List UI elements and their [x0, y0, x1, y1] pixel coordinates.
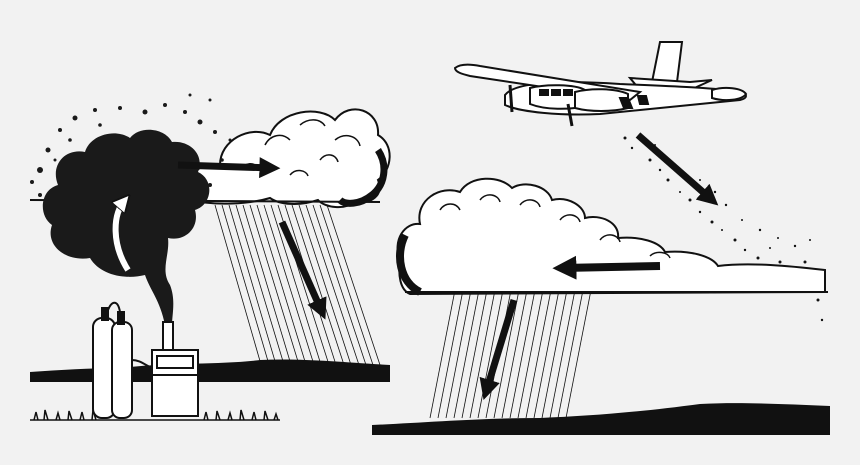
- rain-down-arrow-left: [278, 220, 327, 320]
- ground-right: [372, 403, 830, 435]
- smoke-plume: [30, 93, 232, 325]
- generator-box: [131, 349, 199, 417]
- cloud-left: [186, 108, 391, 208]
- cloud-drift-arrow: [552, 255, 661, 280]
- ground-based-panel: [29, 93, 391, 421]
- seed-particles: [623, 134, 824, 322]
- smoke-rising-arrow: [116, 200, 128, 272]
- rain-down-arrow-right: [479, 298, 518, 401]
- generator-tanks: [92, 301, 133, 419]
- seeding-from-plane-arrow: [635, 132, 719, 206]
- smoke-stack: [162, 321, 174, 353]
- smoke-to-cloud-arrow: [177, 157, 281, 179]
- rain-left: [214, 204, 382, 369]
- aircraft: [453, 41, 748, 127]
- aircraft-based-panel: [372, 41, 830, 435]
- cloud-right: [396, 177, 826, 296]
- ground-left: [30, 359, 390, 382]
